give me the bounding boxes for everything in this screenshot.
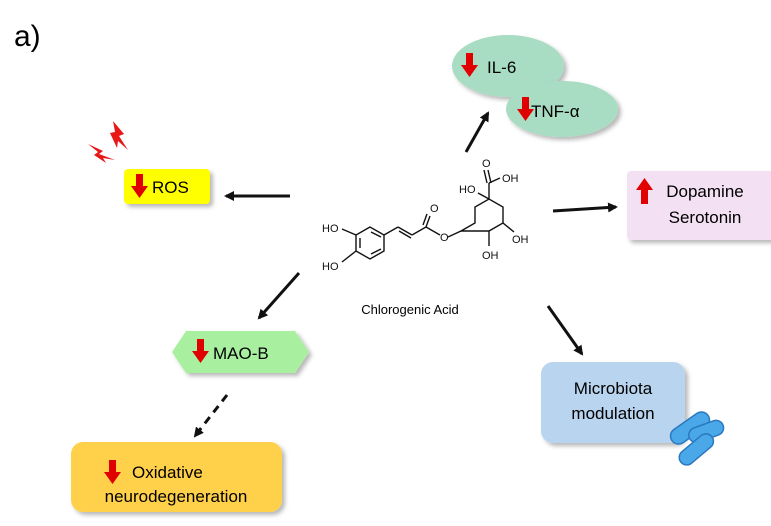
oxidative-label-line1: Oxidative <box>132 463 203 482</box>
edge-to-maob <box>257 272 301 320</box>
red-down-arrow-icon <box>192 339 209 363</box>
atom-ring-oh-right: OH <box>512 234 529 246</box>
dopamine-label: Dopamine <box>666 182 744 201</box>
atom-ring-ho: HO <box>459 184 476 196</box>
tnf-node: TNF-α <box>506 81 618 137</box>
lightning-icon <box>88 121 128 163</box>
atom-ho-b: HO <box>322 261 339 273</box>
chlorogenic-acid-structure <box>341 169 515 263</box>
atom-ring-oh-bottom: OH <box>482 250 499 262</box>
compound-caption: Chlorogenic Acid <box>361 302 459 317</box>
oxidative-label-line2: neurodegeneration <box>105 487 248 506</box>
atom-acid-oh: OH <box>502 173 519 185</box>
red-down-arrow-icon <box>104 460 121 484</box>
edge-to-microbiota <box>546 305 584 356</box>
serotonin-label: Serotonin <box>669 208 742 227</box>
maob-label: MAO-B <box>213 344 269 363</box>
dopamine-node: Dopamine Serotonin <box>627 171 771 240</box>
red-down-arrow-icon <box>461 53 478 77</box>
microbiota-label-line2: modulation <box>571 404 654 423</box>
atom-ho-a: HO <box>322 223 339 235</box>
chlorogenic-acid-atoms: HO HO O O O OH HO OH OH <box>322 158 529 273</box>
bacteria-icon <box>669 411 725 466</box>
ros-node: ROS <box>124 169 210 204</box>
atom-ester-o: O <box>440 232 449 244</box>
microbiota-node: Microbiota modulation <box>541 362 685 443</box>
il6-label: IL-6 <box>487 58 516 77</box>
ros-label: ROS <box>152 178 189 197</box>
oxidative-node: Oxidative neurodegeneration <box>71 442 282 512</box>
maob-node: MAO-B <box>172 331 309 373</box>
microbiota-label-line1: Microbiota <box>574 379 653 398</box>
panel-label: a) <box>14 20 41 53</box>
il6-node: IL-6 <box>452 35 564 97</box>
red-up-arrow-icon <box>636 178 653 204</box>
edge-maob-to-oxidative <box>193 394 229 438</box>
edge-to-cytokines <box>464 111 490 153</box>
tnf-label: TNF-α <box>531 102 580 121</box>
red-down-arrow-icon <box>131 174 148 198</box>
atom-acid-o: O <box>482 158 491 170</box>
red-down-arrow-icon <box>517 97 534 121</box>
edge-to-dopamine <box>552 202 618 213</box>
atom-carbonyl-o: O <box>430 203 439 215</box>
